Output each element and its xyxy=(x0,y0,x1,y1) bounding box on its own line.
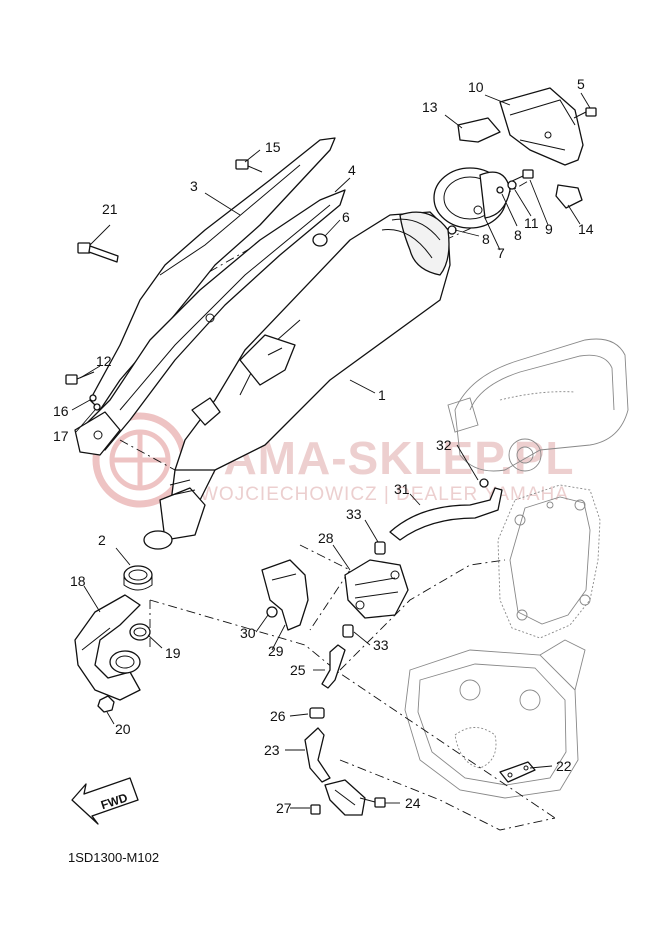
bolt-27 xyxy=(310,804,321,815)
hose-25 xyxy=(321,644,346,689)
callout-12: 12 xyxy=(96,353,112,369)
protector-14 xyxy=(555,184,583,209)
callouts: 1 2 3 4 5 6 7 8 8 9 10 11 12 13 14 15 16… xyxy=(53,76,594,816)
callout-8-lower: 8 xyxy=(482,231,490,247)
pipe-23 xyxy=(304,727,331,783)
cylinder-head-ghost xyxy=(404,639,586,799)
callout-7: 7 xyxy=(497,245,505,261)
callout-28: 28 xyxy=(318,530,334,546)
callout-23: 23 xyxy=(264,742,280,758)
callout-8-upper: 8 xyxy=(514,227,522,243)
callout-33-lower: 33 xyxy=(373,637,389,653)
bolt-5 xyxy=(573,107,597,119)
callout-20: 20 xyxy=(115,721,131,737)
callout-2: 2 xyxy=(98,532,106,548)
hose-31 xyxy=(389,487,503,541)
washer-8-lower xyxy=(447,225,457,235)
callout-33-upper: 33 xyxy=(346,506,362,522)
callout-29: 29 xyxy=(268,643,284,659)
gasket-19 xyxy=(129,623,151,641)
callout-4: 4 xyxy=(348,162,356,178)
bolt-12 xyxy=(65,371,95,385)
bolt-24 xyxy=(359,797,386,808)
callout-17: 17 xyxy=(53,428,69,444)
bolt-30 xyxy=(266,606,278,618)
callout-10: 10 xyxy=(468,79,484,95)
callout-25: 25 xyxy=(290,662,306,678)
callout-16: 16 xyxy=(53,403,69,419)
leader-lines xyxy=(71,92,591,809)
reed-valve-28 xyxy=(344,559,409,619)
callout-26: 26 xyxy=(270,708,286,724)
callout-22: 22 xyxy=(556,758,572,774)
callout-21: 21 xyxy=(102,201,118,217)
plate-22 xyxy=(499,761,536,783)
engine-crankcase-ghost xyxy=(447,338,629,472)
exhaust-pipe-18 xyxy=(74,594,141,701)
clamp-26 xyxy=(309,707,325,719)
bolt-9 xyxy=(509,169,534,183)
damper-6 xyxy=(312,233,328,247)
watermark-subtitle: WOJCIECHOWICZ | DEALER YAMAHA xyxy=(200,484,569,505)
callout-18: 18 xyxy=(70,573,86,589)
callout-14: 14 xyxy=(578,221,594,237)
callout-5: 5 xyxy=(577,76,585,92)
callout-11: 11 xyxy=(524,215,539,231)
callout-9: 9 xyxy=(545,221,553,237)
protector-13 xyxy=(457,117,501,143)
callout-30: 30 xyxy=(240,625,256,641)
callout-27: 27 xyxy=(276,800,292,816)
bracket-29 xyxy=(261,559,309,631)
diagram-code: 1SD1300-M102 xyxy=(68,850,159,865)
forward-direction-arrow: FWD xyxy=(71,777,139,825)
callout-31: 31 xyxy=(394,481,410,497)
clamp-33-lower xyxy=(342,624,354,638)
muffler-1 xyxy=(143,211,451,550)
callout-6: 6 xyxy=(342,209,350,225)
plate-assembly xyxy=(324,779,366,816)
callout-15: 15 xyxy=(265,139,281,155)
washer-16 xyxy=(89,394,97,402)
bolt-15 xyxy=(235,159,263,173)
muffler-protector-10 xyxy=(499,87,584,166)
gasket-2 xyxy=(123,565,153,591)
clamp-32 xyxy=(479,478,489,488)
bolt-21 xyxy=(77,242,119,263)
washer-17 xyxy=(93,403,101,411)
callout-13: 13 xyxy=(422,99,438,115)
washer-8-upper xyxy=(496,186,504,194)
watermark: YAMA-SKLEP.PL WOJCIECHOWICZ | DEALER YAM… xyxy=(92,412,574,508)
callout-3: 3 xyxy=(190,178,198,194)
nut-20 xyxy=(97,695,115,713)
clamp-33-upper xyxy=(374,541,386,555)
callout-19: 19 xyxy=(165,645,181,661)
callout-1: 1 xyxy=(378,387,386,403)
engine-cover-ghost xyxy=(497,484,601,639)
muffler-end-cap-7 xyxy=(433,167,511,229)
heat-protector-4 xyxy=(74,189,346,456)
callout-32: 32 xyxy=(436,437,452,453)
washer-11 xyxy=(507,180,517,190)
callout-24: 24 xyxy=(405,795,421,811)
